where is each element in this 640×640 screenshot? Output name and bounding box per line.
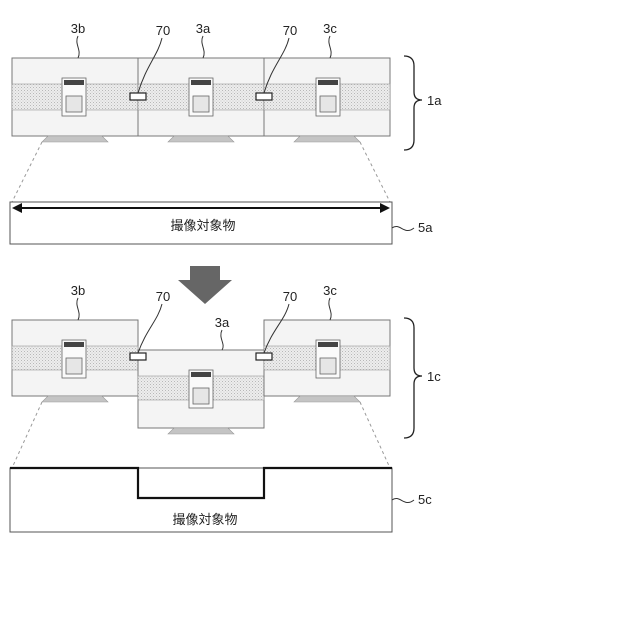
bottom-connector-right	[256, 353, 272, 360]
top-assembly-label: 1a	[427, 93, 442, 108]
top-connector-right	[256, 93, 272, 100]
bottom-camera-3b	[12, 320, 138, 402]
top-camera-3a	[138, 58, 264, 142]
top-object-text: 撮像対象物	[170, 218, 235, 234]
bottom-label-camera-a: 3a	[215, 315, 230, 330]
bottom-connector-left	[130, 353, 146, 360]
top-object-label: 5a	[418, 220, 433, 235]
top-camera-3c	[264, 58, 390, 142]
down-arrow-icon	[178, 266, 232, 304]
bottom-brace	[404, 318, 422, 438]
bottom-object-label: 5c	[418, 492, 432, 507]
bottom-label-camera-c: 3c	[323, 283, 337, 298]
top-assembly: 3b 3a 3c 70 70 1a 撮像対象物 5a	[10, 21, 442, 244]
bottom-label-camera-b: 3b	[71, 283, 85, 298]
bottom-assembly: 3b 3a 3c 70 70 1c 撮像対象物 5c	[10, 283, 441, 532]
bottom-label-connector-left: 70	[156, 289, 170, 304]
bottom-object-text: 撮像対象物	[172, 512, 237, 528]
bottom-label-connector-right: 70	[283, 289, 297, 304]
top-label-connector-left: 70	[156, 23, 170, 38]
top-camera-3b	[12, 58, 138, 142]
bottom-camera-3a	[138, 350, 264, 434]
top-label-camera-c: 3c	[323, 21, 337, 36]
bottom-camera-3c	[264, 320, 390, 402]
top-label-camera-b: 3b	[71, 21, 85, 36]
bottom-assembly-label: 1c	[427, 369, 441, 384]
top-brace	[404, 56, 422, 150]
top-connector-left	[130, 93, 146, 100]
top-label-connector-right: 70	[283, 23, 297, 38]
top-label-camera-a: 3a	[196, 21, 211, 36]
